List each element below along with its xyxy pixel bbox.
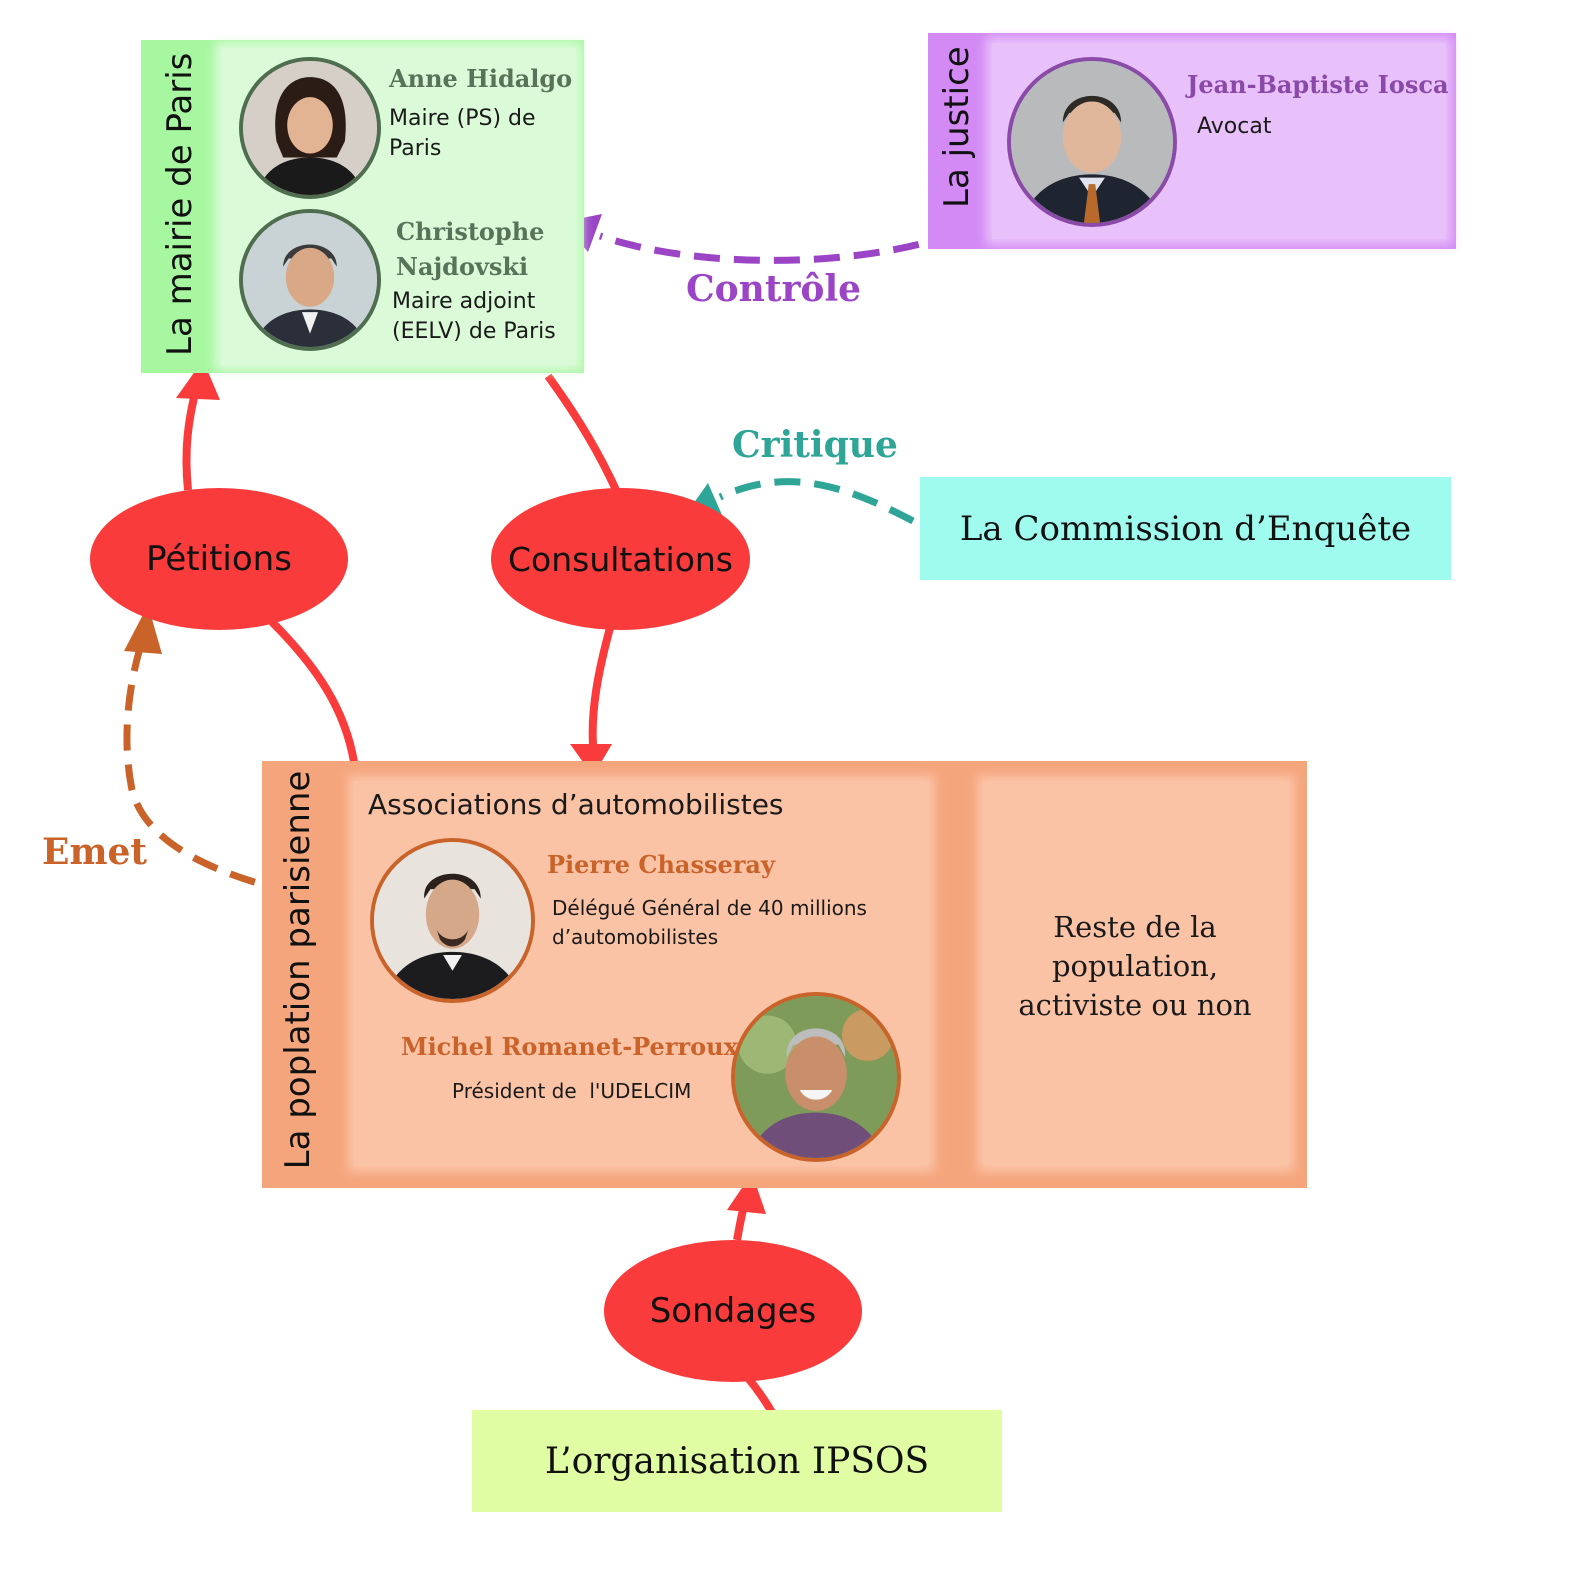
commission-label: La Commission d’Enquête: [959, 508, 1412, 549]
sondages-label: Sondages: [649, 1291, 817, 1331]
consultations-label: Consultations: [508, 539, 733, 579]
portrait-michel-romanet-perroux-icon: [731, 992, 901, 1162]
christophe-najdovski-name: Christophe Najdovski: [396, 217, 545, 281]
portrait-christophe-najdovski-icon: [239, 209, 381, 351]
pierre-chasseray-role: Délégué Général de 40 millions d’automob…: [552, 896, 867, 949]
critique-label: Critique: [732, 424, 898, 466]
christophe-najdovski-role: Maire adjoint (EELV) de Paris: [392, 289, 556, 344]
petitions-to-mairie-arrow: [182, 384, 201, 491]
sondages-to-population-arrowhead: [727, 1173, 766, 1214]
petitions-to-mairie-arrowhead: [176, 360, 220, 400]
consultations-to-associations-arrow: [588, 626, 614, 746]
petitions-node: Pétitions: [90, 488, 348, 630]
population-to-petitions-line: [269, 619, 358, 763]
anne-hidalgo-role: Maire (PS) de Paris: [389, 106, 536, 161]
consultations-node: Consultations: [491, 488, 750, 630]
associations-title: Associations d’automobilistes: [368, 788, 784, 821]
petitions-label: Pétitions: [146, 539, 292, 579]
portrait-anne-hidalgo-icon: [239, 57, 381, 199]
mairie-label: La mairie de Paris: [160, 52, 200, 356]
rest-of-population-text: Reste de la population, activiste ou non: [1018, 910, 1252, 1022]
controle-arrow: [598, 229, 959, 264]
jean-baptiste-iosca-role: Avocat: [1197, 114, 1272, 139]
michel-romanet-perroux-role: Président de l'UDELCIM: [452, 1079, 692, 1103]
emet-arrowhead: [124, 605, 162, 654]
rest-panel: [983, 781, 1289, 1166]
anne-hidalgo-name: Anne Hidalgo: [389, 64, 573, 93]
sondages-node: Sondages: [604, 1240, 862, 1382]
controle-label: Contrôle: [686, 268, 862, 310]
ipsos-box: L’organisation IPSOS: [472, 1410, 1002, 1512]
ipsos-to-sondages-line: [744, 1375, 777, 1417]
mairie-to-consultations-line: [544, 373, 621, 494]
ipsos-label: L’organisation IPSOS: [544, 1440, 930, 1482]
consultations-to-associations-arrowhead: [570, 744, 612, 776]
population-label: La poplation parisienne: [278, 770, 318, 1170]
commission-box: La Commission d’Enquête: [920, 477, 1451, 580]
jean-baptiste-iosca-name: Jean-Baptiste Iosca: [1187, 70, 1449, 99]
pierre-chasseray-name: Pierre Chasseray: [547, 850, 775, 879]
portrait-pierre-chasseray-icon: [370, 838, 535, 1003]
michel-romanet-perroux-name: Michel Romanet-Perroux: [401, 1032, 738, 1061]
emet-label: Emet: [42, 831, 148, 873]
justice-label: La justice: [937, 46, 977, 208]
critique-arrow: [718, 478, 915, 525]
portrait-jean-baptiste-iosca-icon: [1007, 57, 1177, 227]
